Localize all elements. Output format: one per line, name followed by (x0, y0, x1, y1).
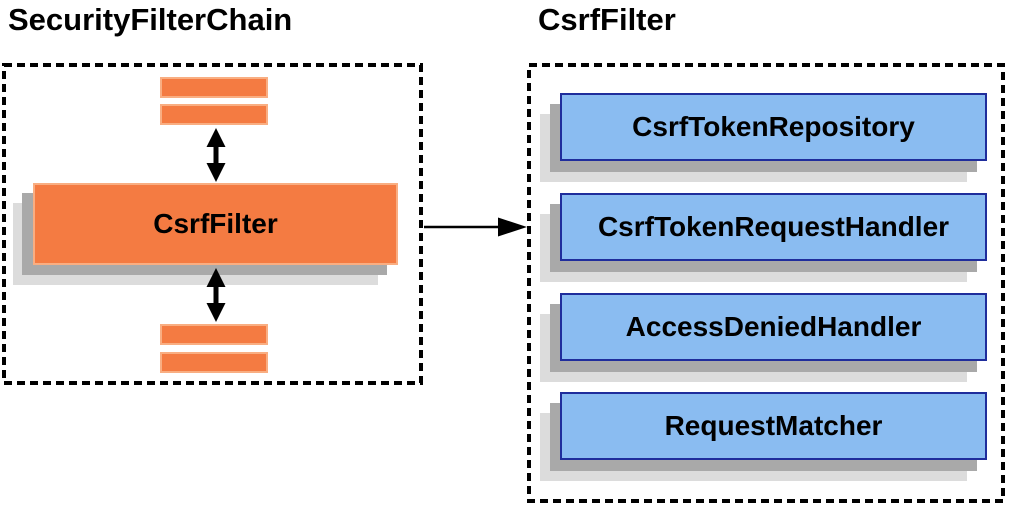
csrf-filter-title: CsrfFilter (538, 2, 676, 37)
csrf-filter-to-components-arrow-icon (424, 217, 527, 237)
component-box-csrf-token-repository: CsrfTokenRepository (560, 93, 987, 161)
component-box-label: CsrfTokenRepository (632, 111, 915, 142)
component-box-csrf-token-request-handler: CsrfTokenRequestHandler (560, 193, 987, 261)
csrf-filter-box: CsrfFilter (33, 183, 398, 265)
filter-placeholder-bar (160, 104, 268, 125)
security-filter-chain-panel: CsrfFilter (2, 63, 423, 385)
csrf-filter-box-label: CsrfFilter (153, 208, 278, 239)
bidirectional-arrow-icon (206, 268, 226, 322)
filter-placeholder-bar (160, 324, 268, 345)
filter-placeholder-bar (160, 77, 268, 98)
component-box-access-denied-handler: AccessDeniedHandler (560, 293, 987, 361)
component-box-label: AccessDeniedHandler (625, 311, 922, 342)
dashed-border (527, 63, 1005, 503)
component-box-label: RequestMatcher (664, 410, 883, 441)
dashed-border (2, 63, 423, 385)
component-box-request-matcher: RequestMatcher (560, 392, 987, 460)
component-box-label: CsrfTokenRequestHandler (597, 211, 950, 242)
security-filter-chain-title: SecurityFilterChain (8, 2, 293, 37)
filter-placeholder-bar (160, 352, 268, 373)
bidirectional-arrow-icon (206, 128, 226, 182)
csrf-filter-panel: CsrfTokenRepository CsrfTokenRequestHand… (527, 63, 1005, 503)
